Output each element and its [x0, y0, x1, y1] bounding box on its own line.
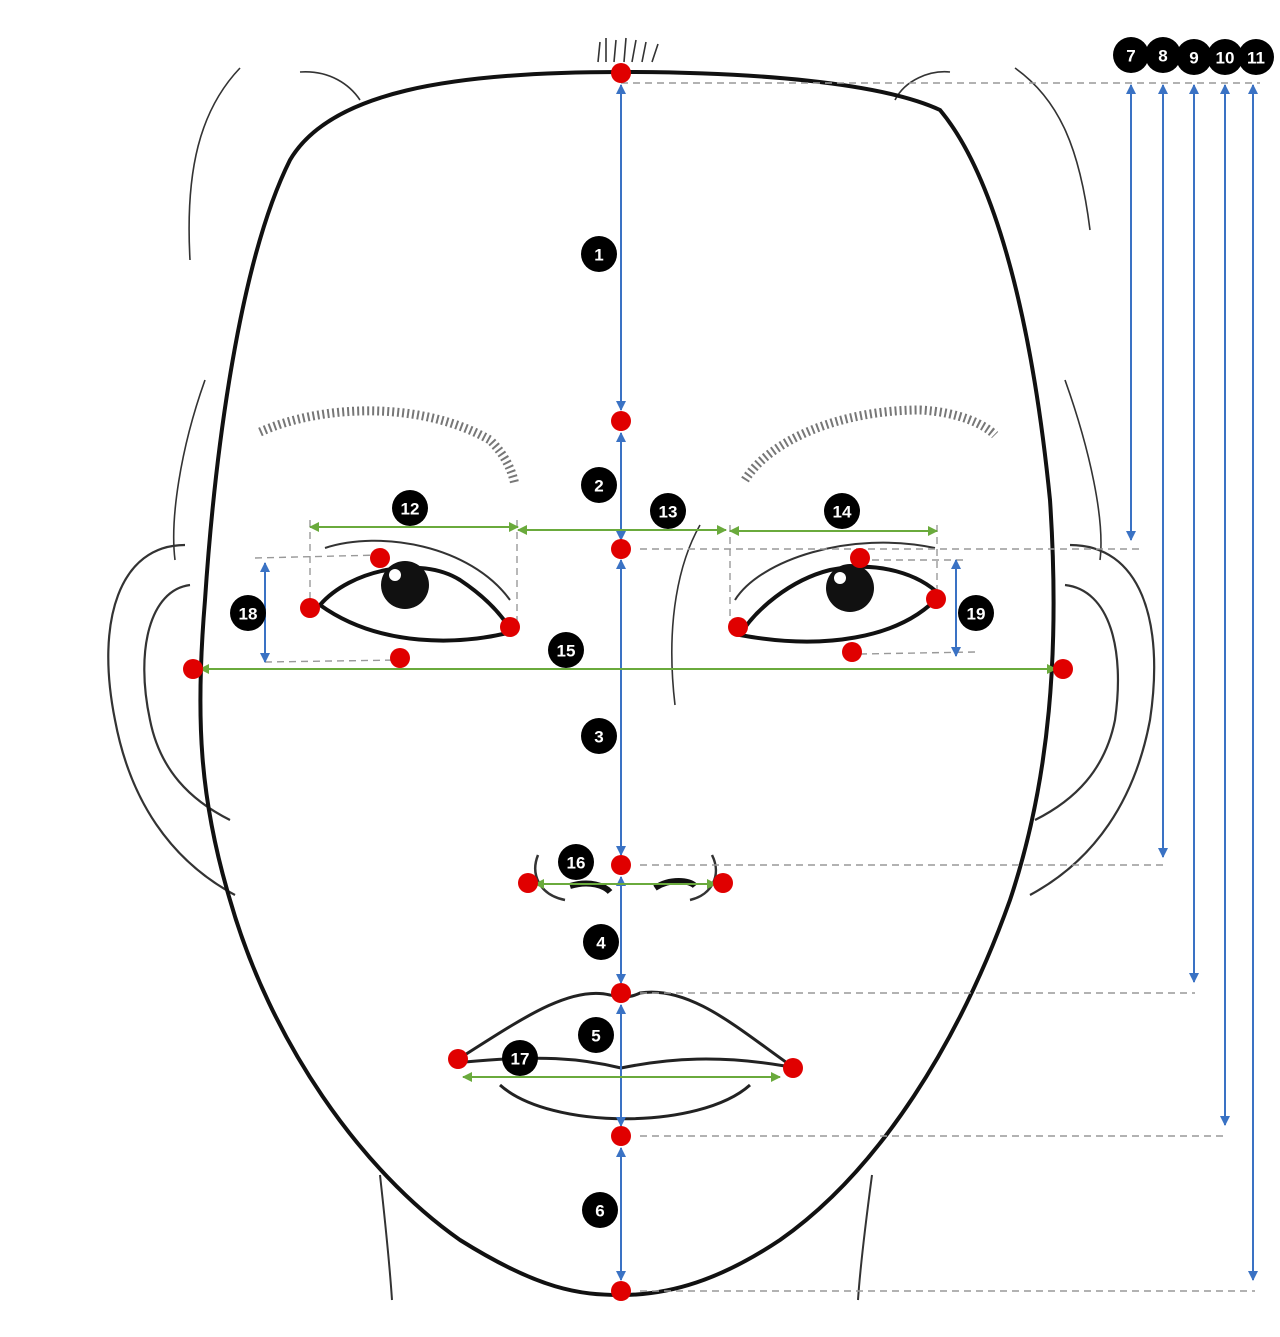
label-badge [392, 490, 428, 526]
label-number: 18 [239, 605, 258, 624]
measurement-label-14: 14 [824, 493, 860, 529]
landmark-dot [783, 1058, 803, 1078]
label-number: 7 [1126, 47, 1135, 66]
measurement-label-4: 4 [583, 924, 619, 960]
label-number: 4 [596, 934, 606, 953]
dashed-guide-line [859, 651, 976, 655]
hair-sketch [172, 37, 1102, 561]
label-number: 6 [595, 1202, 604, 1221]
label-number: 11 [1247, 49, 1265, 68]
measurement-label-17: 17 [502, 1040, 538, 1076]
measurement-label-5: 5 [578, 1017, 614, 1053]
measurement-label-19: 19 [958, 595, 994, 631]
label-number: 16 [567, 854, 586, 873]
landmark-dot [183, 659, 203, 679]
neck [379, 1174, 873, 1301]
eyes [317, 539, 943, 644]
label-badge [558, 844, 594, 880]
landmark-dot [448, 1049, 468, 1069]
landmark-dot [713, 873, 733, 893]
label-badge [582, 1192, 618, 1228]
label-badge [548, 632, 584, 668]
label-badge [581, 236, 617, 272]
landmark-dot [370, 548, 390, 568]
landmark-dot [1053, 659, 1073, 679]
label-badge [650, 493, 686, 529]
landmark-dot [611, 1281, 631, 1301]
measurement-label-15: 15 [548, 632, 584, 668]
measurement-label-13: 13 [650, 493, 686, 529]
landmark-points [183, 63, 1073, 1301]
measurement-label-3: 3 [581, 718, 617, 754]
landmark-dot [850, 548, 870, 568]
nose [534, 524, 718, 902]
label-badge [581, 467, 617, 503]
landmark-dot [611, 539, 631, 559]
label-number: 14 [833, 503, 852, 522]
label-badge [824, 493, 860, 529]
label-number: 12 [401, 500, 420, 519]
landmark-dot [926, 589, 946, 609]
label-number: 10 [1216, 49, 1235, 68]
measurement-label-18: 18 [230, 595, 266, 631]
landmark-dot [728, 617, 748, 637]
label-badge [230, 595, 266, 631]
label-badge [1176, 39, 1212, 75]
face-outline [198, 69, 1056, 1298]
ears [107, 543, 1156, 896]
measurement-label-8: 8 [1145, 37, 1181, 73]
landmark-dot [518, 873, 538, 893]
label-badge [1238, 39, 1274, 75]
label-badge [583, 924, 619, 960]
label-badge [1207, 39, 1243, 75]
label-number: 8 [1158, 47, 1167, 66]
label-badge [581, 718, 617, 754]
label-number: 9 [1189, 49, 1198, 68]
label-badge [1145, 37, 1181, 73]
reference-dashed-lines [254, 82, 1260, 1292]
label-number: 3 [594, 728, 603, 747]
label-badge [1113, 37, 1149, 73]
label-number: 1 [594, 246, 603, 265]
landmark-dot [611, 411, 631, 431]
eyebrows [258, 405, 999, 486]
landmark-dot [611, 63, 631, 83]
label-badge [578, 1017, 614, 1053]
measurement-label-10: 10 [1207, 39, 1243, 75]
landmark-dot [611, 1126, 631, 1146]
landmark-dot [300, 598, 320, 618]
landmark-dot [842, 642, 862, 662]
label-number: 19 [967, 605, 986, 624]
dashed-guide-line [254, 554, 381, 559]
measurement-label-9: 9 [1176, 39, 1212, 75]
measurement-label-11: 11 [1238, 39, 1274, 75]
measurement-label-16: 16 [558, 844, 594, 880]
measurement-label-7: 7 [1113, 37, 1149, 73]
landmark-dot [611, 855, 631, 875]
label-number: 5 [591, 1027, 600, 1046]
measurement-label-6: 6 [582, 1192, 618, 1228]
label-badge [502, 1040, 538, 1076]
label-number: 17 [511, 1050, 530, 1069]
measurement-label-12: 12 [392, 490, 428, 526]
label-number: 13 [659, 503, 678, 522]
dashed-guide-line [264, 659, 401, 663]
landmark-dot [500, 617, 520, 637]
landmark-dot [611, 983, 631, 1003]
landmark-dot [390, 648, 410, 668]
label-number: 2 [594, 477, 603, 496]
label-badge [958, 595, 994, 631]
measurement-label-2: 2 [581, 467, 617, 503]
measurement-arrows [199, 84, 1258, 1281]
label-number: 15 [557, 642, 576, 661]
measurement-label-1: 1 [581, 236, 617, 272]
